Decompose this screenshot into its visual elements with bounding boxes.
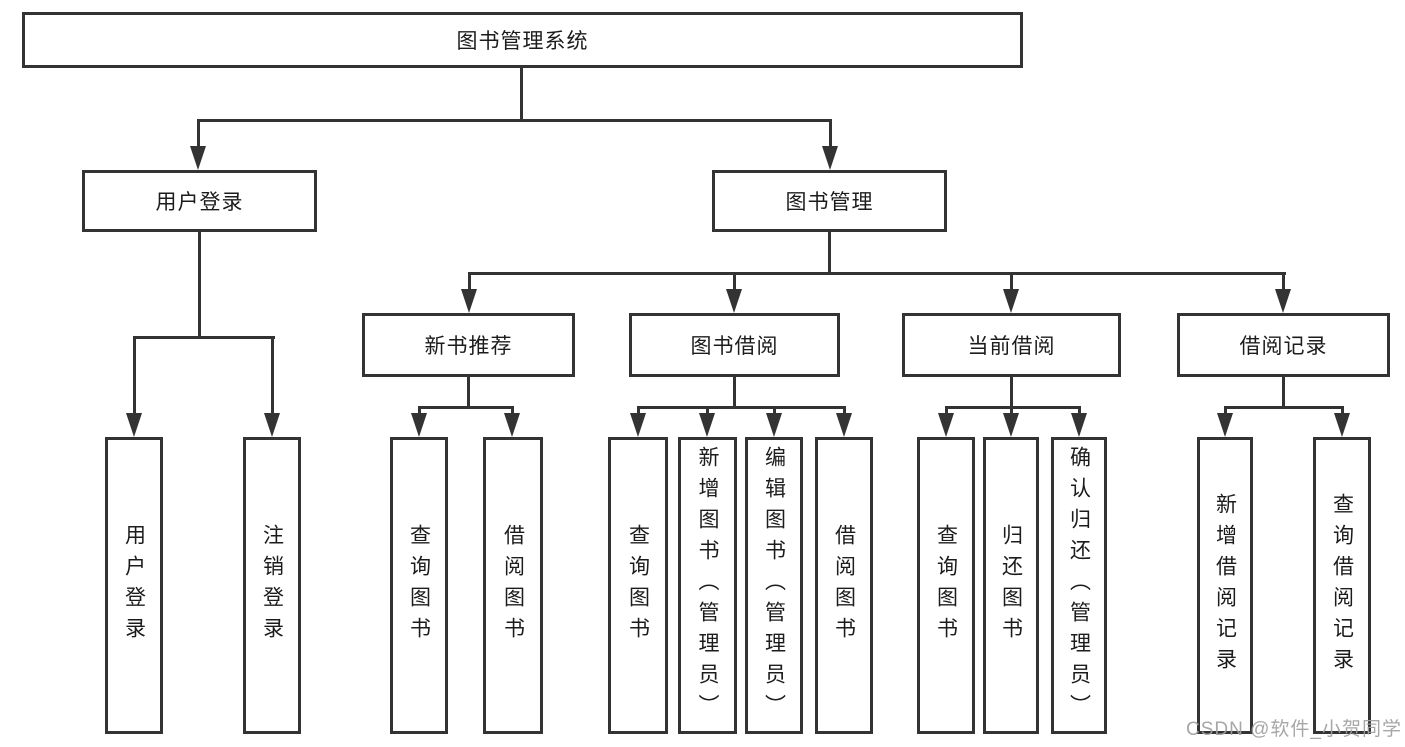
leaf-query-books-borrowing: 查询图书 xyxy=(608,437,668,734)
connector-line xyxy=(1010,377,1013,409)
leaf-return-books: 归还图书 xyxy=(983,437,1039,734)
leaf-label: 编辑图书（管理员） xyxy=(762,446,786,725)
arrow-down-icon xyxy=(1334,413,1350,437)
arrow-down-icon xyxy=(411,413,427,437)
arrow-down-icon xyxy=(1003,289,1019,313)
connector-line xyxy=(133,336,136,417)
node-book-borrowing: 图书借阅 xyxy=(629,313,840,377)
arrow-down-icon xyxy=(504,413,520,437)
connector-line xyxy=(520,68,523,122)
leaf-add-borrow-record: 新增借阅记录 xyxy=(1197,437,1253,734)
connector-line xyxy=(133,336,275,339)
leaf-label: 查询图书 xyxy=(934,523,958,648)
connector-line xyxy=(468,272,1286,275)
connector-line xyxy=(1341,406,1344,418)
arrow-down-icon xyxy=(264,413,280,437)
connector-line xyxy=(467,377,470,409)
node-label: 图书管理系统 xyxy=(456,30,589,53)
connector-line xyxy=(945,406,948,418)
leaf-edit-books-admin: 编辑图书（管理员） xyxy=(745,437,803,734)
node-label: 借阅记录 xyxy=(1239,335,1328,358)
leaf-borrow-books-borrowing: 借阅图书 xyxy=(815,437,873,734)
arrow-down-icon xyxy=(630,413,646,437)
arrow-down-icon xyxy=(699,413,715,437)
connector-line xyxy=(829,119,832,150)
connector-line xyxy=(197,119,832,122)
arrow-down-icon xyxy=(822,146,838,170)
leaf-confirm-return-admin: 确认归还（管理员） xyxy=(1051,437,1107,734)
connector-line xyxy=(1010,406,1013,418)
arrow-down-icon xyxy=(1071,413,1087,437)
leaf-user-login: 用户登录 xyxy=(105,437,163,734)
leaf-label: 注销登录 xyxy=(260,523,284,648)
leaf-query-books-recommend: 查询图书 xyxy=(390,437,448,734)
csdn-watermark: CSDN @软件_小贺同学 xyxy=(1186,719,1402,740)
leaf-borrow-books-recommend: 借阅图书 xyxy=(483,437,543,734)
arrow-down-icon xyxy=(461,289,477,313)
connector-line xyxy=(1010,272,1013,291)
node-new-book-recommendation: 新书推荐 xyxy=(362,313,575,377)
connector-line xyxy=(1078,406,1081,418)
leaf-label: 新增借阅记录 xyxy=(1213,492,1237,679)
leaf-label: 查询借阅记录 xyxy=(1330,492,1354,679)
arrow-down-icon xyxy=(1275,289,1291,313)
node-label: 当前借阅 xyxy=(967,335,1056,358)
connector-line xyxy=(637,406,640,418)
arrow-down-icon xyxy=(1217,413,1233,437)
leaf-label: 借阅图书 xyxy=(832,523,856,648)
node-label: 图书借阅 xyxy=(690,335,779,358)
leaf-query-books-current: 查询图书 xyxy=(917,437,975,734)
connector-line xyxy=(843,406,846,418)
connector-line xyxy=(418,406,421,418)
node-label: 图书管理 xyxy=(785,191,874,214)
leaf-query-borrow-record: 查询借阅记录 xyxy=(1313,437,1371,734)
leaf-label: 确认归还（管理员） xyxy=(1067,446,1091,725)
node-user-login: 用户登录 xyxy=(82,170,317,232)
arrow-down-icon xyxy=(836,413,852,437)
leaf-label: 新增图书（管理员） xyxy=(696,446,719,725)
node-label: 用户登录 xyxy=(155,191,244,214)
leaf-label: 用户登录 xyxy=(122,523,146,648)
connector-line xyxy=(706,406,709,418)
leaf-label: 借阅图书 xyxy=(501,523,525,648)
connector-line xyxy=(511,406,514,418)
arrow-down-icon xyxy=(190,146,206,170)
connector-line xyxy=(637,406,845,409)
leaf-add-books-admin: 新增图书（管理员） xyxy=(678,437,737,734)
node-label: 新书推荐 xyxy=(424,335,513,358)
leaf-logout: 注销登录 xyxy=(243,437,301,734)
node-library-management-system: 图书管理系统 xyxy=(22,12,1023,68)
connector-line xyxy=(1224,406,1343,409)
connector-line xyxy=(1224,406,1227,418)
connector-line xyxy=(468,272,471,291)
connector-line xyxy=(773,406,776,418)
arrow-down-icon xyxy=(938,413,954,437)
leaf-label: 查询图书 xyxy=(407,523,431,648)
node-current-borrowing: 当前借阅 xyxy=(902,313,1121,377)
leaf-label: 查询图书 xyxy=(626,523,650,648)
arrow-down-icon xyxy=(126,413,142,437)
connector-line xyxy=(733,377,736,409)
connector-line xyxy=(1282,377,1285,409)
connector-line xyxy=(418,406,514,409)
leaf-label: 归还图书 xyxy=(999,523,1023,648)
connector-line xyxy=(198,232,201,339)
arrow-down-icon xyxy=(1003,413,1019,437)
arrow-down-icon xyxy=(766,413,782,437)
connector-line xyxy=(828,232,831,274)
connector-line xyxy=(733,272,736,291)
connector-line xyxy=(197,119,200,150)
node-borrowing-records: 借阅记录 xyxy=(1177,313,1390,377)
connector-line xyxy=(271,336,274,417)
node-book-management: 图书管理 xyxy=(712,170,947,232)
connector-line xyxy=(1282,272,1285,291)
arrow-down-icon xyxy=(726,289,742,313)
